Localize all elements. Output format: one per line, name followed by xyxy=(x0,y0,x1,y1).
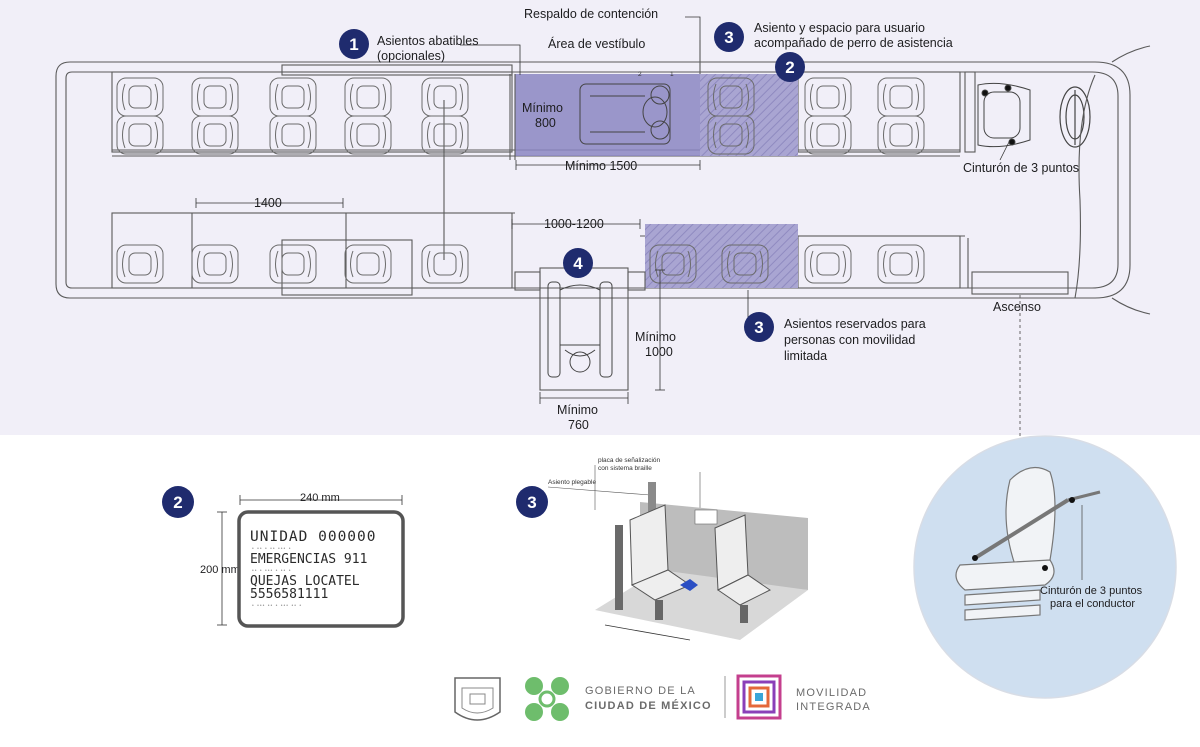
min760-label-1: Mínimo xyxy=(557,403,598,417)
movilidad-integrada-logo-icon xyxy=(736,674,782,720)
abatibles-label-2: (opcionales) xyxy=(377,49,445,63)
placa-label-2: con sistema braille xyxy=(598,465,652,472)
reservados-label-2: personas con movilidad xyxy=(784,333,915,347)
badge-1: 1 xyxy=(339,29,369,59)
min1500-label: Mínimo 1500 xyxy=(565,159,637,173)
dimension-lines xyxy=(195,16,1011,404)
badge-4: 4 xyxy=(563,248,593,278)
perro-label-2: acompañado de perro de asistencia xyxy=(754,36,953,50)
wheelchair-user-top-icon xyxy=(579,83,671,145)
d1000-1200-label: 1000-1200 xyxy=(544,217,604,231)
ascenso-label: Ascenso xyxy=(993,300,1041,314)
driver-seat-icon xyxy=(977,82,1031,148)
placa-label-1: placa de señalización xyxy=(598,457,661,464)
plate-line4: 5556581111 xyxy=(250,587,328,602)
svg-text:4: 4 xyxy=(573,254,583,273)
min760-label-2: 760 xyxy=(568,418,589,432)
min800-label-2: 800 xyxy=(535,116,556,130)
cinturon-plan-label: Cinturón de 3 puntos xyxy=(963,161,1079,175)
perro-label-1: Asiento y espacio para usuario xyxy=(754,21,925,35)
mov-line1: MOVILIDAD xyxy=(796,687,867,699)
plate-line2: EMERGENCIAS 911 xyxy=(250,552,367,567)
svg-text:1: 1 xyxy=(670,71,674,78)
driver-cinturon-1: Cinturón de 3 puntos xyxy=(1040,585,1143,597)
vestibulo-label: Área de vestíbulo xyxy=(548,36,645,51)
d1400-label: 1400 xyxy=(254,196,282,210)
badge-3-bottom: 3 xyxy=(744,312,774,342)
steering-wheel-icon xyxy=(1059,86,1091,148)
driver-cinturon-2: para el conductor xyxy=(1050,598,1135,610)
gob-line1: GOBIERNO DE LA xyxy=(585,685,696,697)
svg-text:• •• • •• ••• •: • •• • •• ••• • xyxy=(252,546,291,552)
plate-height-label: 200 mm xyxy=(200,564,240,576)
badge-2-top: 2 xyxy=(775,52,805,82)
svg-text:3: 3 xyxy=(754,318,763,337)
min1000-label-1: Mínimo xyxy=(635,330,676,344)
svg-text:1: 1 xyxy=(349,35,358,54)
svg-text:3: 3 xyxy=(527,493,536,512)
respaldo-label: Respaldo de contención xyxy=(524,7,658,21)
min1000-label-2: 1000 xyxy=(645,345,673,359)
abatibles-label-1: Asientos abatibles xyxy=(377,34,478,48)
badge-2-plate: 2 xyxy=(162,486,194,518)
plate-width-label: 240 mm xyxy=(300,492,340,504)
svg-text:•• • ••• • •• •: •• • ••• • •• • xyxy=(252,568,291,574)
svg-text:2: 2 xyxy=(173,493,182,512)
driver-seatbelt-detail: Cinturón de 3 puntos para el conductor xyxy=(913,435,1177,699)
plate-line1: UNIDAD 000000 xyxy=(250,529,377,545)
braille-plate-detail: 2 240 mm 200 mm UNIDAD 000000 • •• • •• … xyxy=(162,486,405,628)
plate-line3: QUEJAS LOCATEL xyxy=(250,574,360,589)
reservados-label-3: limitada xyxy=(784,349,827,363)
cdmx-flower-logo-icon xyxy=(525,677,569,721)
plegable-label: Asiento plegable xyxy=(548,479,596,486)
svg-text:2: 2 xyxy=(638,71,642,78)
reservados-label-1: Asientos reservados para xyxy=(784,317,926,331)
wheelchair-user-icon xyxy=(547,281,613,378)
svg-text:3: 3 xyxy=(724,28,733,47)
folding-seat-detail: 3 placa de señalización con sistema brai… xyxy=(516,457,808,641)
plate-frame xyxy=(237,510,405,628)
mov-line2: INTEGRADA xyxy=(796,701,871,713)
badge-3-top: 3 xyxy=(714,22,744,52)
gob-line2: CIUDAD DE MÉXICO xyxy=(585,699,712,712)
min800-label-1: Mínimo xyxy=(522,101,563,115)
svg-text:• ••• •• • ••• •• •: • ••• •• • ••• •• • xyxy=(252,603,302,609)
svg-text:2: 2 xyxy=(785,58,794,77)
footer-logos: GOBIERNO DE LA CIUDAD DE MÉXICO MOVILIDA… xyxy=(454,674,871,721)
cdmx-shield-icon xyxy=(454,677,501,721)
badge-3-detail: 3 xyxy=(516,486,548,518)
